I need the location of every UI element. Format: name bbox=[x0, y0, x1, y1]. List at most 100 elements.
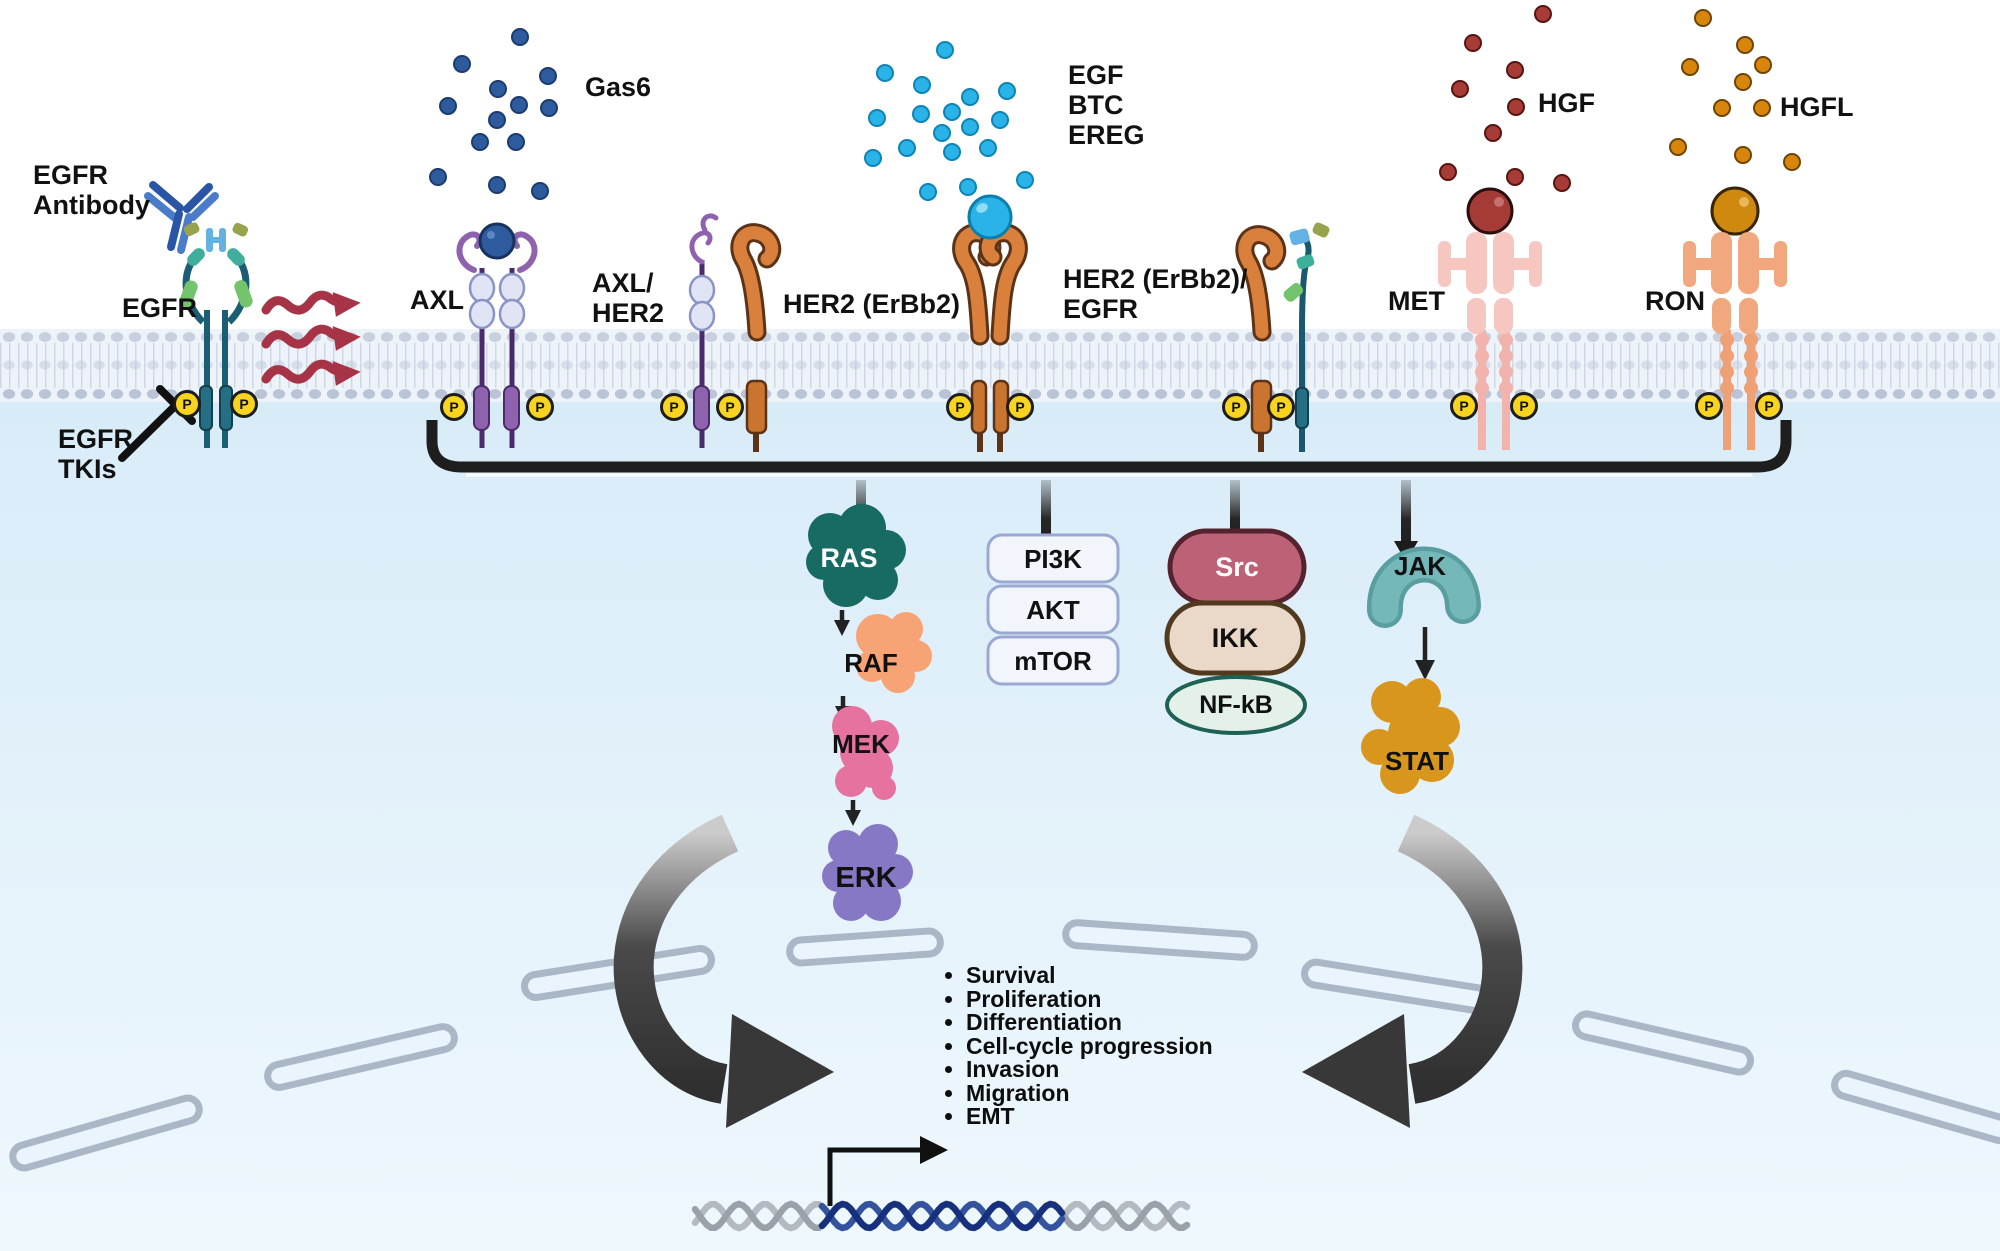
her2-egfr-label-line2: EGFR bbox=[1063, 294, 1139, 324]
axl-her2-receptor bbox=[688, 213, 782, 452]
nfkb-label: NF-kB bbox=[1199, 691, 1273, 719]
phospho-badge: P bbox=[1755, 392, 1783, 420]
hgfl-ligand-dots bbox=[1669, 9, 1801, 171]
jak-label: JAK bbox=[1394, 551, 1446, 581]
cascade-arrow bbox=[834, 610, 850, 636]
met-receptor bbox=[1438, 187, 1542, 450]
mek-label: MEK bbox=[832, 729, 890, 759]
met-label: MET bbox=[1388, 286, 1445, 316]
erk-node: ERK bbox=[822, 824, 913, 921]
dna-strand bbox=[818, 1200, 1066, 1232]
outcome-list: SurvivalProliferationDifferentiationCell… bbox=[936, 963, 1316, 1129]
phospho-badge: P bbox=[1450, 392, 1478, 420]
outcome-item: Differentiation bbox=[966, 1010, 1316, 1035]
phospho-label: P bbox=[725, 399, 735, 415]
egfr-tki-label-line1: EGFR bbox=[58, 424, 134, 454]
egfr-antibody-label: EGFR Antibody bbox=[33, 160, 150, 220]
egfr-antibody-icon bbox=[144, 181, 219, 254]
cascade-arrow bbox=[845, 800, 861, 826]
hgf-ligand-dots bbox=[1439, 5, 1571, 192]
ras-node: RAS bbox=[806, 504, 906, 607]
resistance-waves-icon bbox=[265, 290, 362, 392]
raf-node: RAF bbox=[844, 612, 932, 693]
stat-node: STAT bbox=[1361, 678, 1460, 794]
dna-helix bbox=[691, 1200, 1191, 1232]
outcome-item: Invasion bbox=[966, 1057, 1316, 1082]
hgf-label: HGF bbox=[1538, 88, 1595, 118]
axl-her2-label-line1: AXL/ bbox=[592, 268, 654, 298]
egfr-receptor bbox=[179, 222, 253, 448]
src-label: Src bbox=[1215, 552, 1259, 582]
phospho-label: P bbox=[1519, 398, 1529, 414]
her2-label: HER2 (ErBb2) bbox=[783, 289, 961, 319]
egf-ligand-dots bbox=[864, 41, 1034, 219]
mek-node: MEK bbox=[832, 706, 899, 800]
cascade-arrow bbox=[1415, 627, 1435, 680]
akt-label: AKT bbox=[1026, 595, 1080, 625]
her2-egfr-receptor bbox=[1235, 222, 1330, 452]
mtor-label: mTOR bbox=[1014, 646, 1092, 676]
curved-arrow-left bbox=[613, 814, 834, 1128]
axl-label: AXL bbox=[410, 285, 464, 315]
axl-her2-label: AXL/ HER2 bbox=[592, 268, 664, 328]
egfr-antibody-label-line1: EGFR bbox=[33, 160, 109, 190]
phospho-label: P bbox=[1276, 399, 1286, 415]
phospho-badge: P bbox=[1695, 392, 1723, 420]
ikk-label: IKK bbox=[1212, 623, 1259, 653]
phospho-label: P bbox=[955, 399, 965, 415]
ron-label: RON bbox=[1645, 286, 1705, 316]
phospho-label: P bbox=[669, 399, 679, 415]
phospho-label: P bbox=[1764, 398, 1774, 414]
transcription-start-arrow bbox=[827, 1136, 948, 1206]
erk-label: ERK bbox=[835, 862, 896, 894]
egf-btc-ereg-label: EGF BTC EREG bbox=[1068, 60, 1145, 150]
raf-label: RAF bbox=[844, 648, 897, 678]
phospho-label: P bbox=[182, 396, 192, 412]
outcome-item: Survival bbox=[966, 963, 1316, 988]
gas6-ligand-dots bbox=[429, 28, 558, 200]
phospho-label: P bbox=[1459, 398, 1469, 414]
egfr-antibody-label-line2: Antibody bbox=[33, 190, 150, 220]
phospho-badge: P bbox=[946, 393, 974, 421]
phospho-label: P bbox=[535, 399, 545, 415]
phospho-label: P bbox=[239, 396, 249, 412]
egfr-tki-label-line2: TKIs bbox=[58, 454, 117, 484]
outcome-item: Migration bbox=[966, 1081, 1316, 1106]
phospho-label: P bbox=[1704, 398, 1714, 414]
axl-receptor bbox=[456, 222, 538, 448]
curved-arrow-right bbox=[1302, 814, 1523, 1128]
phospho-badge: P bbox=[660, 393, 688, 421]
jak-node: JAK bbox=[1367, 546, 1481, 628]
egfr-label: EGFR bbox=[122, 293, 198, 323]
ras-label: RAS bbox=[820, 543, 877, 573]
ron-receptor bbox=[1683, 186, 1787, 450]
pi3k-akt-mtor-nodes: PI3K AKT mTOR bbox=[986, 533, 1120, 686]
phospho-badge: P bbox=[1510, 392, 1538, 420]
outcome-item: EMT bbox=[966, 1104, 1316, 1129]
egf-label-line2: BTC bbox=[1068, 90, 1124, 120]
bracket-drop-arrows bbox=[849, 480, 1418, 562]
hgfl-label: HGFL bbox=[1780, 92, 1854, 122]
phospho-badge: P bbox=[716, 393, 744, 421]
phospho-badge: P bbox=[526, 393, 554, 421]
phospho-badge: P bbox=[1006, 393, 1034, 421]
phospho-label: P bbox=[1231, 399, 1241, 415]
pi3k-label: PI3K bbox=[1024, 544, 1082, 574]
egfr-tki-label: EGFR TKIs bbox=[58, 424, 133, 484]
axl-her2-label-line2: HER2 bbox=[592, 298, 665, 328]
src-ikk-nfkb-nodes: Src IKK NF-kB bbox=[1164, 528, 1307, 735]
phospho-badge: P bbox=[1267, 393, 1295, 421]
her2-egfr-label-line1: HER2 (ErBb2)/ bbox=[1063, 264, 1248, 294]
phospho-badge: P bbox=[440, 393, 468, 421]
dna-strand bbox=[818, 1200, 1066, 1232]
phospho-badge: P bbox=[230, 390, 258, 418]
outcome-list-items: SurvivalProliferationDifferentiationCell… bbox=[936, 963, 1316, 1129]
egf-label-line3: EREG bbox=[1068, 120, 1145, 150]
her2-egfr-label: HER2 (ErBb2)/ EGFR bbox=[1063, 264, 1248, 324]
egf-label-line1: EGF bbox=[1068, 60, 1124, 90]
phospho-badge: P bbox=[1222, 393, 1250, 421]
stat-label: STAT bbox=[1385, 746, 1449, 776]
gas6-label: Gas6 bbox=[585, 72, 652, 102]
